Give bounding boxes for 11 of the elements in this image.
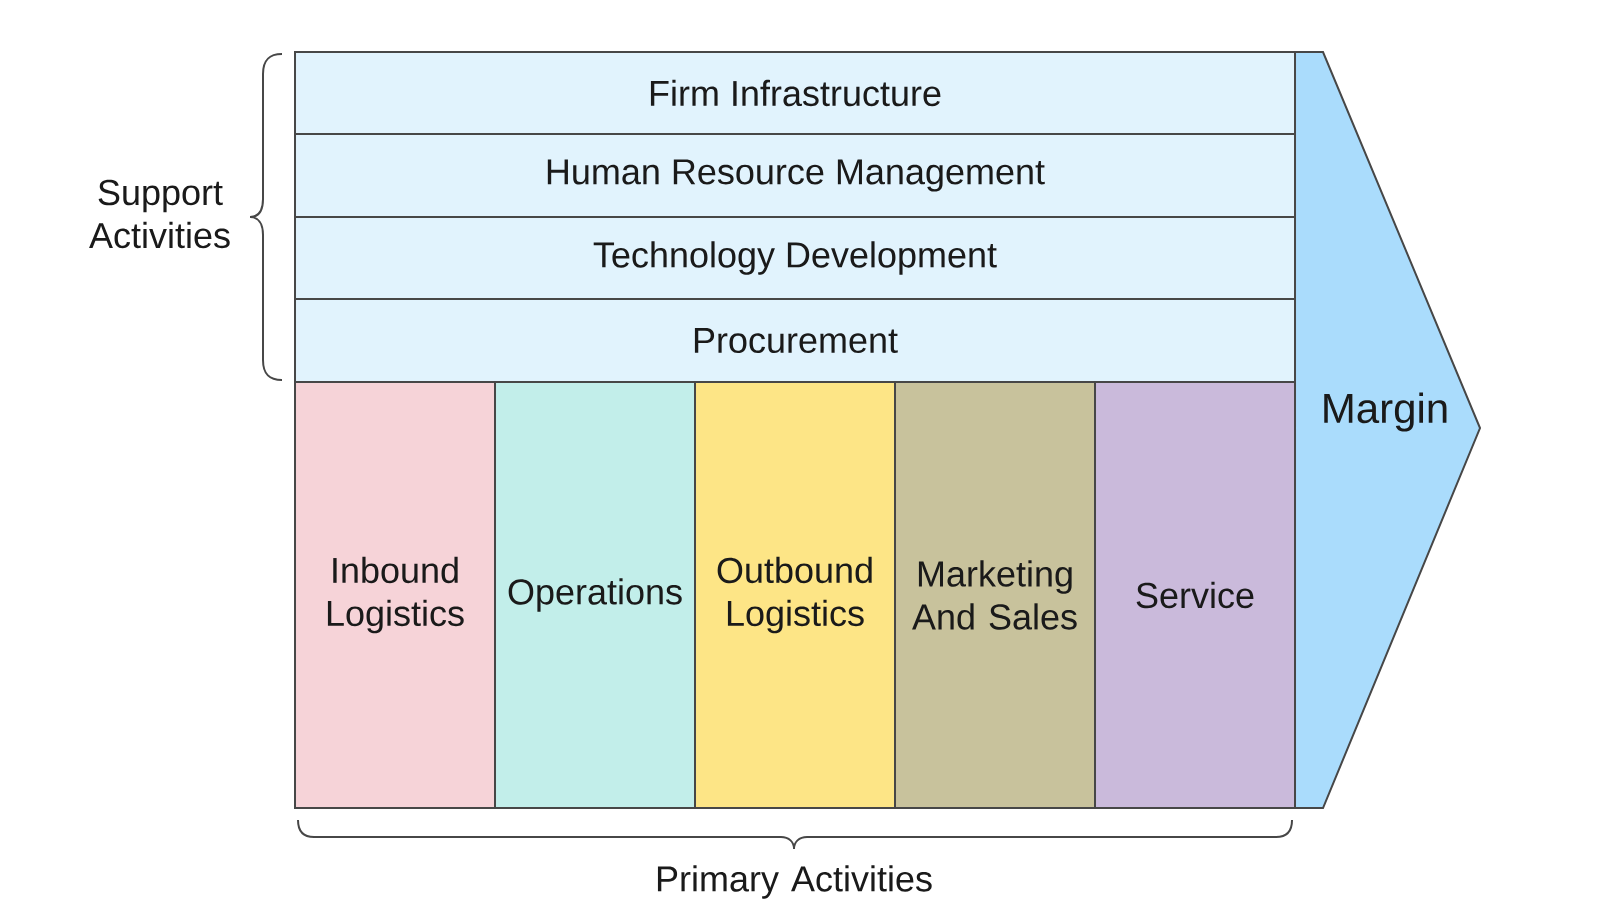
activity-row: Firm Infrastructure bbox=[294, 51, 1296, 135]
activity-row: Procurement bbox=[294, 298, 1296, 383]
activity-column: Operations bbox=[494, 381, 696, 809]
activity-row: Technology Development bbox=[294, 216, 1296, 300]
brace-label: Support Activities bbox=[89, 179, 230, 249]
activity-column: Marketing And Sales bbox=[894, 381, 1096, 809]
activity-column: Service bbox=[1094, 381, 1296, 809]
brace-label: Primary Activities bbox=[657, 865, 932, 899]
activity-row: Human Resource Management bbox=[294, 133, 1296, 218]
activity-column: Outbound Logistics bbox=[694, 381, 896, 809]
activity-column: Inbound Logistics bbox=[294, 381, 496, 809]
